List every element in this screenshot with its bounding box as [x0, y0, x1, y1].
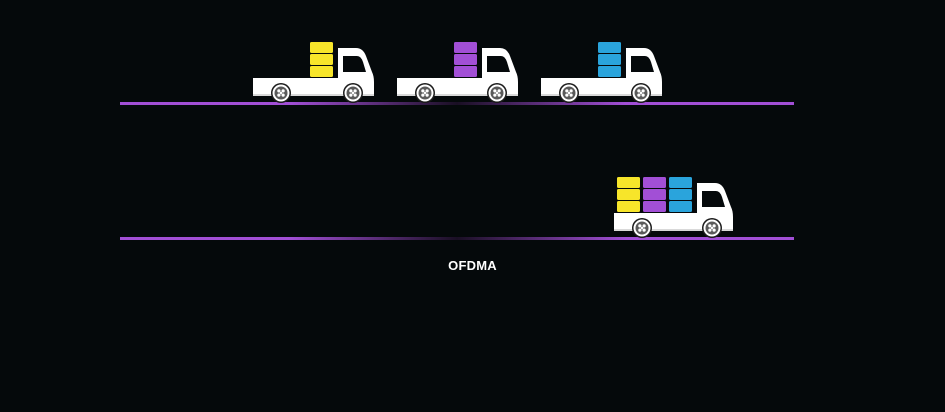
- wheel-icon: [702, 218, 722, 238]
- wheel-icon: [559, 83, 579, 103]
- purple-truck: [397, 42, 518, 103]
- cargo-box: [310, 42, 333, 53]
- cargo-box: [598, 42, 621, 53]
- cargo-box: [454, 66, 477, 77]
- truck-bed: [397, 78, 484, 96]
- top-road-line: [120, 102, 794, 105]
- yellow-truck: [253, 42, 374, 103]
- ofdma-label: OFDMA: [448, 258, 497, 273]
- cargo-box: [669, 177, 692, 188]
- cargo-box: [454, 54, 477, 65]
- truck-window: [343, 56, 366, 72]
- cargo-box: [643, 201, 666, 212]
- wheel-icon: [631, 83, 651, 103]
- cargo-box: [454, 42, 477, 53]
- wheel-icon: [343, 83, 363, 103]
- cargo-box: [598, 66, 621, 77]
- wheel-icon: [632, 218, 652, 238]
- wheel-icon: [487, 83, 507, 103]
- cargo-box: [643, 189, 666, 200]
- cargo-box: [669, 201, 692, 212]
- combined-truck: [614, 177, 733, 238]
- bottom-road-line: [120, 237, 794, 240]
- cargo-box: [669, 189, 692, 200]
- blue-truck: [541, 42, 662, 103]
- truck-bed: [253, 78, 340, 96]
- cargo-box: [617, 177, 640, 188]
- cargo-box: [617, 201, 640, 212]
- cargo-box: [598, 54, 621, 65]
- truck-bed: [541, 78, 628, 96]
- truck-window: [702, 191, 725, 207]
- cargo-box: [643, 177, 666, 188]
- cargo-box: [617, 189, 640, 200]
- wheel-icon: [271, 83, 291, 103]
- truck-window: [487, 56, 510, 72]
- cargo-box: [310, 66, 333, 77]
- truck-bed: [614, 213, 699, 231]
- cargo-box: [310, 54, 333, 65]
- truck-window: [631, 56, 654, 72]
- wheel-icon: [415, 83, 435, 103]
